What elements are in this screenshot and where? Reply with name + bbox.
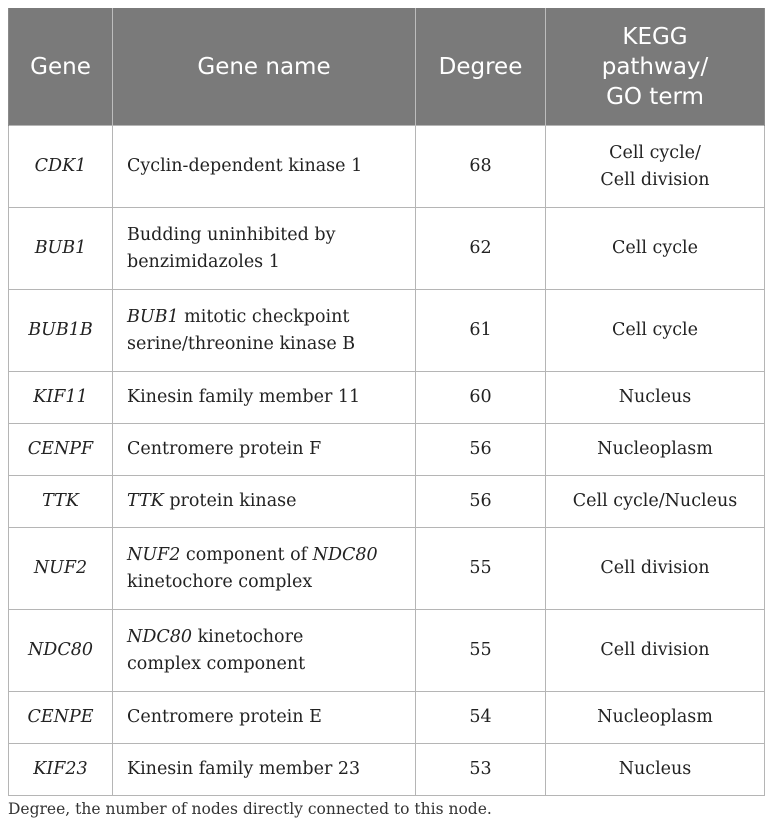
degree-value: 53 xyxy=(415,743,546,796)
table-row: NDC80 NDC80 kinetochore complex componen… xyxy=(8,609,765,692)
header-term-line2: pathway/ xyxy=(601,53,709,80)
degree-value: 55 xyxy=(415,527,546,610)
gene-name: Budding uninhibited by benzimidazoles 1 xyxy=(112,207,416,290)
table-row: KIF23 Kinesin family member 23 53 Nucleu… xyxy=(8,743,765,796)
header-kegg-go-term: KEGG pathway/ GO term xyxy=(545,8,765,126)
gene-name-line1-rest: protein kinase xyxy=(163,491,297,511)
degree-value: 56 xyxy=(415,475,546,528)
pathway-term: Cell cycle xyxy=(545,207,765,290)
gene-name-line2: kinetochore complex xyxy=(127,571,313,592)
pathway-term-line2: Cell division xyxy=(600,169,710,190)
gene-name-line1-rest: kinetochore xyxy=(192,626,304,647)
gene-name-italic-2: NDC80 xyxy=(312,544,378,565)
gene-name: Kinesin family member 11 xyxy=(112,371,416,424)
degree-value: 62 xyxy=(415,207,546,290)
table-body: CDK1 Cyclin-dependent kinase 1 68 Cell c… xyxy=(8,125,765,796)
header-gene-name: Gene name xyxy=(112,8,416,126)
gene-name: Kinesin family member 23 xyxy=(112,743,416,796)
gene-name-line1: Budding uninhibited by xyxy=(127,224,336,245)
gene-symbol: BUB1 xyxy=(8,207,113,290)
table-row: CENPF Centromere protein F 56 Nucleoplas… xyxy=(8,423,765,476)
table-row: BUB1 Budding uninhibited by benzimidazol… xyxy=(8,207,765,290)
gene-name-italic: NDC80 xyxy=(127,626,193,647)
gene-name: Centromere protein F xyxy=(112,423,416,476)
degree-value: 56 xyxy=(415,423,546,476)
gene-name-line1-mid: component of xyxy=(180,544,313,565)
gene-table-container: Gene Gene name Degree KEGG pathway/ GO t… xyxy=(8,8,765,796)
table-row: BUB1B BUB1 mitotic checkpoint serine/thr… xyxy=(8,289,765,372)
gene-name-italic: NUF2 xyxy=(127,544,181,565)
gene-name: Centromere protein E xyxy=(112,691,416,744)
table-footnote: Degree, the number of nodes directly con… xyxy=(8,800,492,818)
gene-symbol: NUF2 xyxy=(8,527,113,610)
gene-name-italic: BUB1 xyxy=(127,306,179,327)
table-row: CENPE Centromere protein E 54 Nucleoplas… xyxy=(8,691,765,744)
degree-value: 61 xyxy=(415,289,546,372)
pathway-term: Nucleoplasm xyxy=(545,423,765,476)
pathway-term: Nucleus xyxy=(545,743,765,796)
degree-value: 54 xyxy=(415,691,546,744)
pathway-term: Nucleoplasm xyxy=(545,691,765,744)
gene-symbol: KIF23 xyxy=(8,743,113,796)
gene-symbol: NDC80 xyxy=(8,609,113,692)
gene-name-italic: TTK xyxy=(127,491,164,511)
pathway-term: Cell division xyxy=(545,609,765,692)
degree-value: 68 xyxy=(415,125,546,208)
gene-name-line2: benzimidazoles 1 xyxy=(127,251,280,272)
gene-symbol: TTK xyxy=(8,475,113,528)
table-header: Gene Gene name Degree KEGG pathway/ GO t… xyxy=(8,8,765,126)
header-row: Gene Gene name Degree KEGG pathway/ GO t… xyxy=(8,8,765,126)
header-degree: Degree xyxy=(415,8,546,126)
pathway-term: Nucleus xyxy=(545,371,765,424)
degree-value: 55 xyxy=(415,609,546,692)
table-row: NUF2 NUF2 component of NDC80 kinetochore… xyxy=(8,527,765,610)
gene-name-text: Cyclin-dependent kinase 1 xyxy=(127,156,363,176)
header-gene: Gene xyxy=(8,8,113,126)
hub-gene-table: Gene Gene name Degree KEGG pathway/ GO t… xyxy=(8,8,765,796)
gene-name-line1-rest: mitotic checkpoint xyxy=(178,306,350,327)
gene-name: NDC80 kinetochore complex component xyxy=(112,609,416,692)
gene-symbol: CENPF xyxy=(8,423,113,476)
pathway-term: Cell division xyxy=(545,527,765,610)
gene-symbol: CENPE xyxy=(8,691,113,744)
table-row: TTK TTK protein kinase 56 Cell cycle/Nuc… xyxy=(8,475,765,528)
table-row: KIF11 Kinesin family member 11 60 Nucleu… xyxy=(8,371,765,424)
gene-name: BUB1 mitotic checkpoint serine/threonine… xyxy=(112,289,416,372)
pathway-term: Cell cycle xyxy=(545,289,765,372)
gene-name-line2: serine/threonine kinase B xyxy=(127,333,356,354)
gene-symbol: KIF11 xyxy=(8,371,113,424)
header-term-line3: GO term xyxy=(606,83,704,110)
gene-symbol: BUB1B xyxy=(8,289,113,372)
degree-value: 60 xyxy=(415,371,546,424)
header-term-line1: KEGG xyxy=(622,23,688,50)
gene-name: TTK protein kinase xyxy=(112,475,416,528)
gene-name-line2: complex component xyxy=(127,653,306,674)
pathway-term-line1: Cell cycle/ xyxy=(609,142,701,163)
gene-symbol: CDK1 xyxy=(8,125,113,208)
pathway-term: Cell cycle/Nucleus xyxy=(545,475,765,528)
gene-name: Cyclin-dependent kinase 1 xyxy=(112,125,416,208)
gene-name: NUF2 component of NDC80 kinetochore comp… xyxy=(112,527,416,610)
table-row: CDK1 Cyclin-dependent kinase 1 68 Cell c… xyxy=(8,125,765,208)
pathway-term: Cell cycle/ Cell division xyxy=(545,125,765,208)
